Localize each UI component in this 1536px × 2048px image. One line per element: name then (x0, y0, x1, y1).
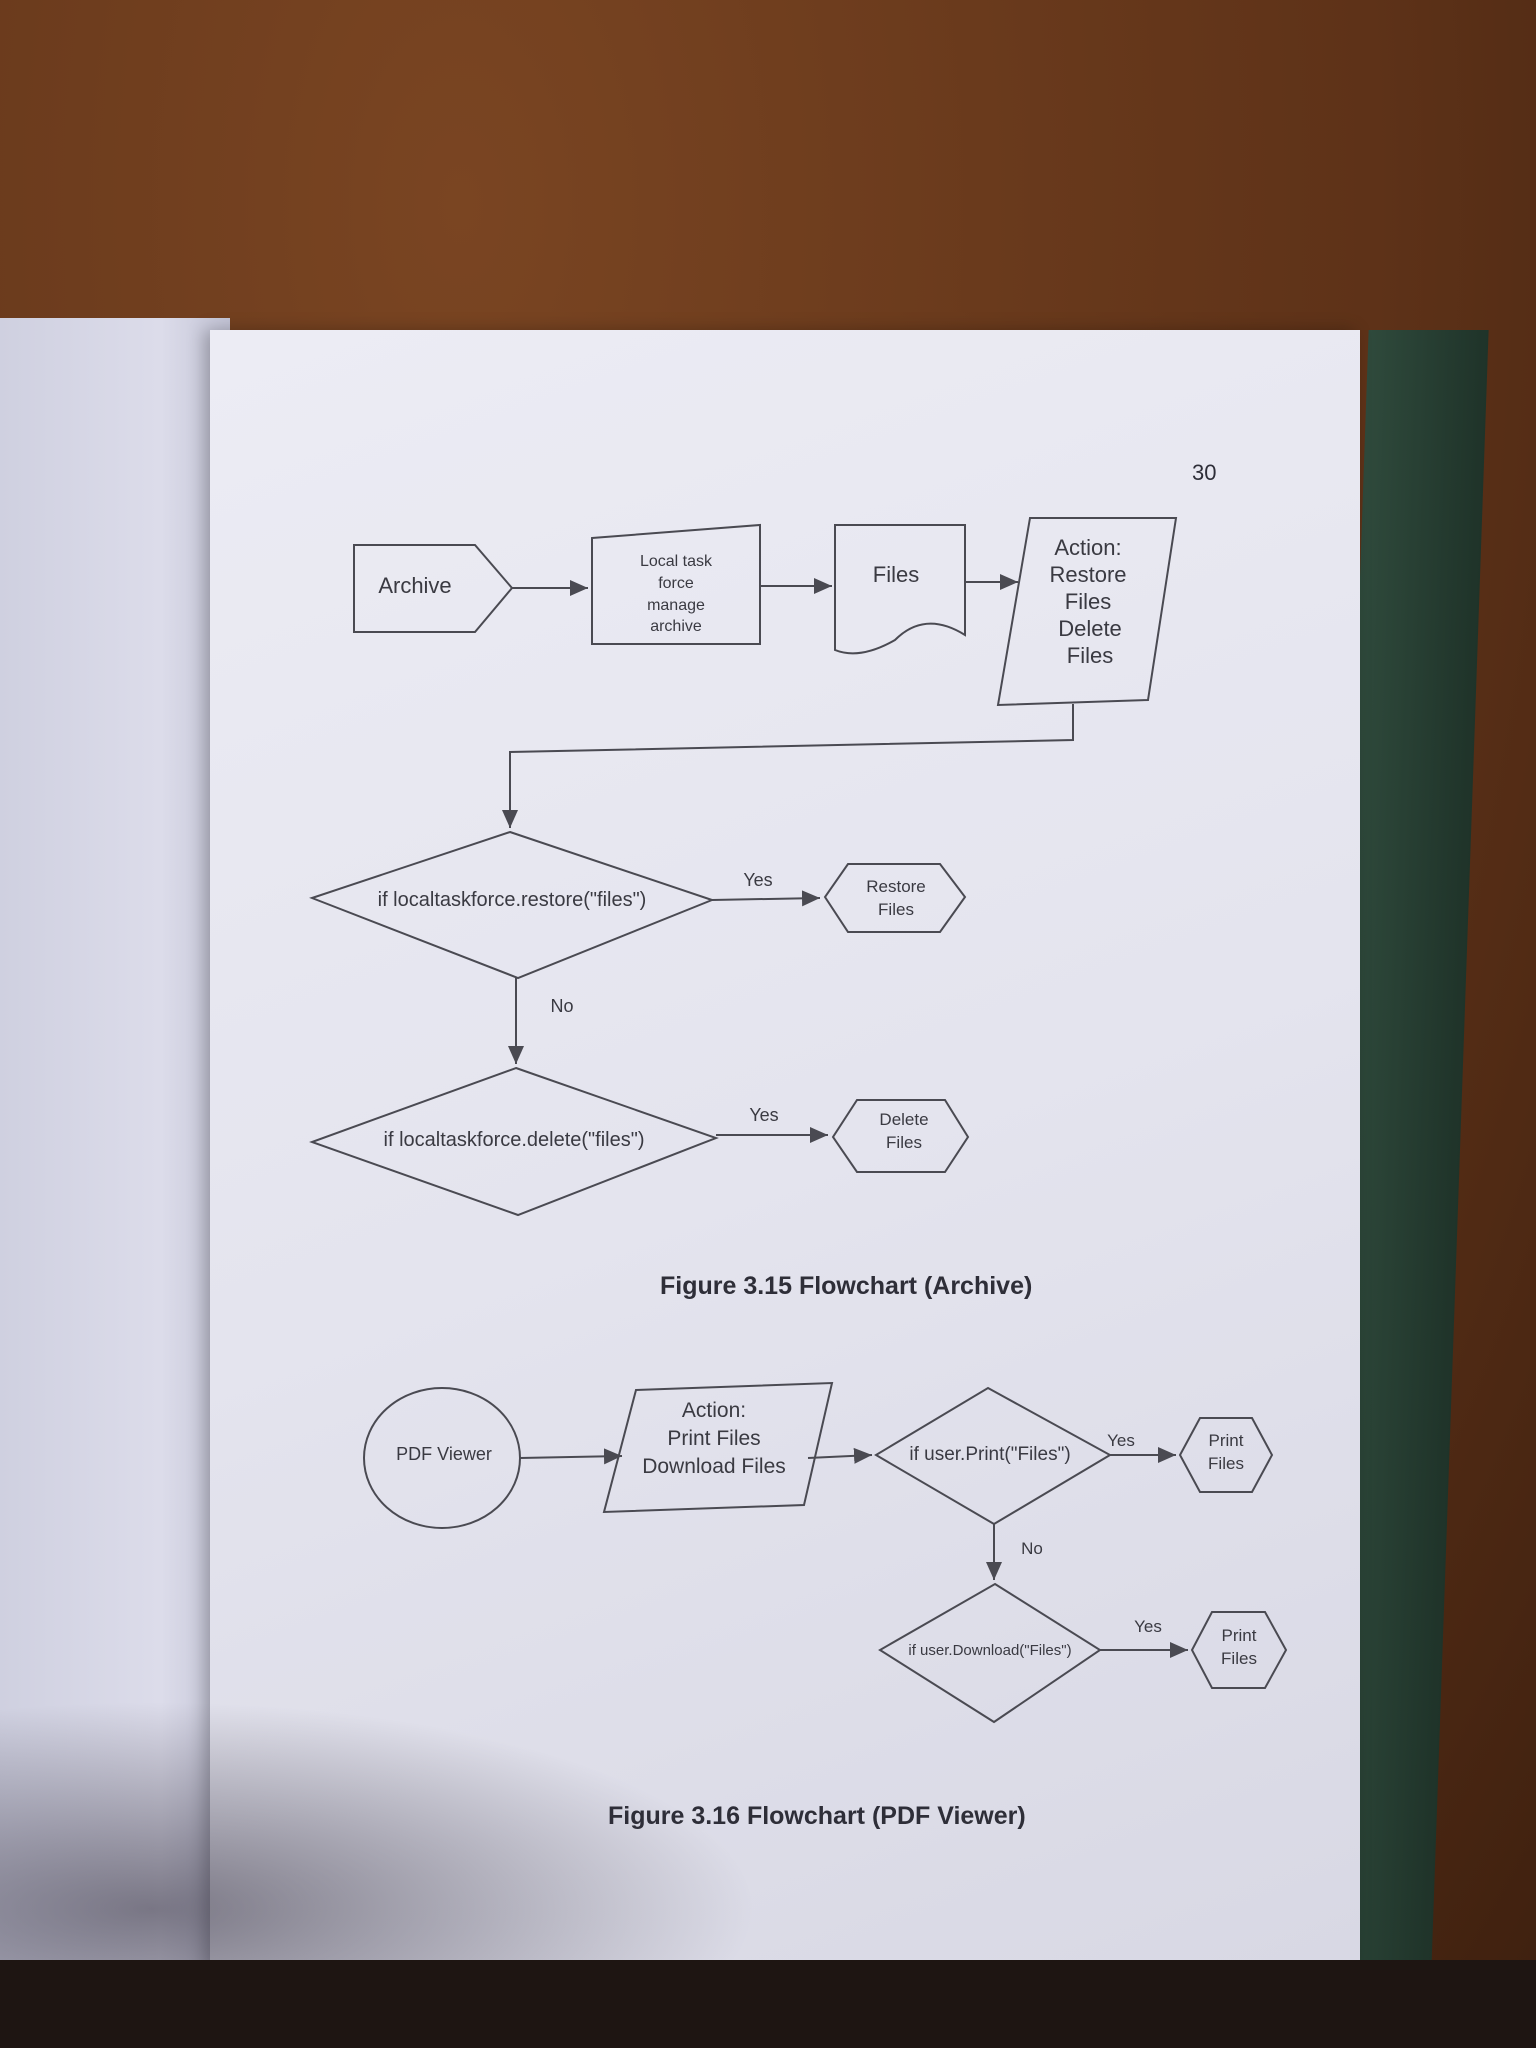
local-task-line-3: manage (647, 597, 705, 614)
print-files-hex-1 (1178, 1417, 1274, 1493)
local-task-line-4: archive (650, 618, 702, 635)
action-line-4: Delete (1058, 616, 1122, 641)
files-document-shape (834, 524, 966, 655)
action-line-1: Action: (1054, 535, 1121, 560)
connector-action-decision (502, 704, 1074, 828)
action-parallelogram-2 (602, 1381, 834, 1514)
action-line-5: Files (1067, 643, 1113, 668)
decision-delete-diamond (309, 1066, 719, 1217)
decision-download-label: if user.Download("Files") (908, 1642, 1071, 1659)
no-label-1: No (550, 996, 573, 1016)
decision-restore-diamond (309, 830, 715, 980)
decision-restore-label: if localtaskforce.restore("files") (378, 889, 647, 911)
restore-files-hex (823, 863, 967, 933)
print-files-1-line-1: Print (1209, 1431, 1244, 1450)
print-files-1-line-2: Files (1208, 1454, 1244, 1473)
action-parallelogram (996, 517, 1178, 707)
yes-label-3: Yes (1107, 1431, 1135, 1450)
action-line-2: Restore (1049, 562, 1126, 587)
decision-delete-label: if localtaskforce.delete("files") (384, 1129, 645, 1151)
decision-download-diamond (878, 1582, 1102, 1724)
files-label: Files (873, 562, 919, 587)
action2-line-1: Action: (682, 1399, 746, 1422)
restore-files-line-2: Files (878, 900, 914, 919)
figure-3-15-caption: Figure 3.15 Flowchart (Archive) (660, 1272, 1033, 1300)
archive-label: Archive (378, 573, 451, 598)
action2-line-3: Download Files (642, 1455, 786, 1478)
connector-pdf-action (519, 1448, 623, 1465)
delete-files-line-2: Files (886, 1133, 922, 1152)
delete-files-line-1: Delete (879, 1110, 928, 1129)
archive-shape (353, 544, 514, 633)
no-label-2: No (1021, 1539, 1043, 1558)
print-files-2-line-2: Files (1221, 1649, 1257, 1668)
delete-files-hex (831, 1099, 970, 1173)
yes-label-1: Yes (743, 870, 772, 890)
book-page (210, 330, 1360, 1970)
pdf-viewer-label: PDF Viewer (396, 1444, 492, 1464)
print-files-hex-2 (1190, 1611, 1288, 1689)
print-files-2-line-1: Print (1222, 1626, 1257, 1645)
restore-files-line-1: Restore (866, 877, 926, 896)
yes-label-2: Yes (749, 1105, 778, 1125)
local-task-line-2: force (658, 575, 694, 592)
local-task-line-1: Local task (640, 553, 713, 570)
action2-line-2: Print Files (667, 1427, 760, 1450)
page-number: 30 (1192, 460, 1217, 485)
bottom-edge (0, 1960, 1536, 2048)
local-task-shape (591, 523, 761, 645)
decision-print-label: if user.Print("Files") (909, 1444, 1070, 1465)
action-line-3: Files (1065, 589, 1111, 614)
connector-yes-restore (711, 890, 821, 907)
yes-label-4: Yes (1134, 1617, 1162, 1636)
connector-action-decision-2 (807, 1447, 873, 1464)
